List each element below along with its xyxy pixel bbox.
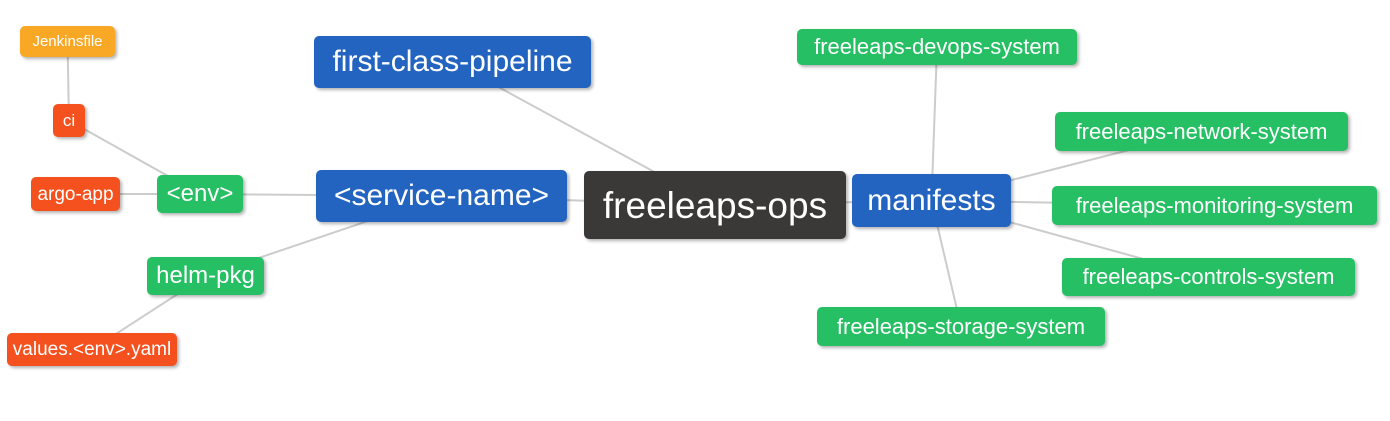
node-helm-pkg[interactable]: helm-pkg [147,257,264,295]
node-freeleaps-monitoring-system[interactable]: freeleaps-monitoring-system [1052,186,1377,225]
node-manifests[interactable]: manifests [852,174,1011,227]
node-freeleaps-network-system[interactable]: freeleaps-network-system [1055,112,1348,151]
node-freeleaps-ops[interactable]: freeleaps-ops [584,171,846,239]
node-first-class-pipeline[interactable]: first-class-pipeline [314,36,591,88]
node-service-name[interactable]: <service-name> [316,170,567,222]
node-freeleaps-storage-system[interactable]: freeleaps-storage-system [817,307,1105,346]
node-values-env-yaml[interactable]: values.<env>.yaml [7,333,177,366]
node-argo-app[interactable]: argo-app [31,177,120,211]
node-freeleaps-devops-system[interactable]: freeleaps-devops-system [797,29,1077,65]
node-ci[interactable]: ci [53,104,85,137]
node-freeleaps-controls-system[interactable]: freeleaps-controls-system [1062,258,1355,296]
node-jenkinsfile[interactable]: Jenkinsfile [20,26,115,57]
node-env[interactable]: <env> [157,175,243,213]
